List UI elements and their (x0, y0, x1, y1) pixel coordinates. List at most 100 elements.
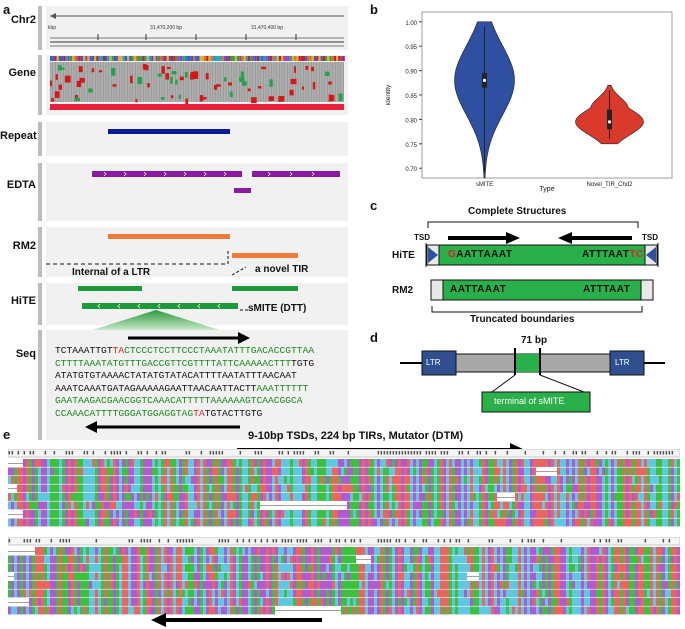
alignment-cell (182, 606, 186, 615)
alignment-cell (185, 606, 189, 615)
gene-color-cell (135, 56, 138, 61)
alignment-cell (461, 510, 465, 518)
alignment-cell (503, 555, 507, 564)
alignment-cell (203, 467, 207, 476)
alignment-cell (233, 476, 237, 484)
alignment-cell (113, 510, 117, 518)
alignment-cell (377, 501, 381, 510)
alignment-cell (209, 501, 213, 510)
alignment-cell (341, 510, 345, 518)
alignment-cell (305, 510, 309, 518)
alignment-cell (653, 518, 657, 527)
alignment-cell (89, 606, 93, 615)
alignment-cell (533, 547, 537, 555)
ruler-mark (278, 451, 281, 455)
alignment-cell (599, 581, 603, 589)
alignment-cell (500, 510, 504, 518)
alignment-cell (104, 572, 108, 581)
alignment-cell (575, 589, 579, 598)
alignment-cell (332, 459, 336, 467)
alignment-cell (440, 547, 444, 555)
alignment-cell (524, 606, 528, 615)
alignment-cell (191, 564, 195, 572)
alignment-cell (32, 572, 36, 581)
alignment-cell (326, 510, 330, 518)
alignment-cell (131, 555, 135, 564)
alignment-cell (425, 564, 429, 572)
alignment-cell (128, 484, 132, 493)
gene-color-cell (314, 56, 317, 61)
alignment-cell (251, 581, 255, 589)
alignment-cell (77, 476, 81, 484)
alignment-cell (461, 589, 465, 598)
alignment-cell (383, 459, 387, 467)
alignment-cell (20, 581, 24, 589)
alignment-cell (419, 589, 423, 598)
alignment-cell (242, 555, 246, 564)
alignment-cell (350, 547, 354, 555)
alignment-cell (389, 518, 393, 527)
alignment-cell (317, 589, 321, 598)
ruler-mark (59, 539, 62, 543)
alignment-cell (164, 589, 168, 598)
alignment-cell (56, 501, 60, 510)
seq-sidebar (38, 330, 42, 440)
alignment-cell (641, 476, 645, 484)
alignment-cell (128, 606, 132, 615)
alignment-cell (557, 606, 561, 615)
alignment-cell (326, 476, 330, 484)
alignment-cell (392, 484, 396, 493)
alignment-cell (572, 493, 576, 501)
alignment-cell (470, 476, 474, 484)
alignment-cell (620, 547, 624, 555)
ruler-mark (188, 539, 191, 543)
alignment-cell (662, 518, 666, 527)
alignment-cell (137, 518, 141, 527)
gene-color-cell (100, 56, 103, 61)
alignment-cell (416, 484, 420, 493)
alignment-cell (419, 547, 423, 555)
alignment-cell (374, 598, 378, 606)
alignment-cell (497, 598, 501, 606)
ruler-mark (65, 451, 68, 455)
alignment-cell (416, 606, 420, 615)
alignment-cell (641, 484, 645, 493)
alignment-cell (17, 589, 21, 598)
alignment-cell (407, 547, 411, 555)
alignment-cell (62, 547, 66, 555)
alignment-cell (569, 467, 573, 476)
alignment-cell (473, 598, 477, 606)
alignment-cell (233, 518, 237, 527)
alignment-cell (170, 467, 174, 476)
alignment-cell (659, 589, 663, 598)
alignment-cell (458, 459, 462, 467)
alignment-cell (605, 459, 609, 467)
alignment-cell (599, 501, 603, 510)
alignment-cell (593, 555, 597, 564)
alignment-cell (227, 606, 231, 615)
alignment-cell (179, 467, 183, 476)
alignment-cell (584, 484, 588, 493)
alignment-cell (110, 606, 114, 615)
gene-color-cell (217, 56, 220, 61)
alignment-cell (35, 547, 39, 555)
gene-color-cell (215, 56, 218, 61)
gene-color-cell (87, 56, 90, 61)
alignment-cell (293, 510, 297, 518)
alignment-cell (623, 555, 627, 564)
alignment-cell (320, 476, 324, 484)
alignment-cell (92, 518, 96, 527)
alignment-cell (323, 555, 327, 564)
alignment-cell (455, 572, 459, 581)
alignment-cell (68, 476, 72, 484)
alignment-cell (362, 484, 366, 493)
alignment-cell (26, 555, 30, 564)
alignment-cell (41, 459, 45, 467)
alignment-cell (302, 484, 306, 493)
alignment-cell (95, 501, 99, 510)
alignment-cell (287, 598, 291, 606)
alignment-cell (629, 589, 633, 598)
alignment-cell (467, 493, 471, 501)
alignment-cell (275, 589, 279, 598)
alignment-cell (578, 564, 582, 572)
